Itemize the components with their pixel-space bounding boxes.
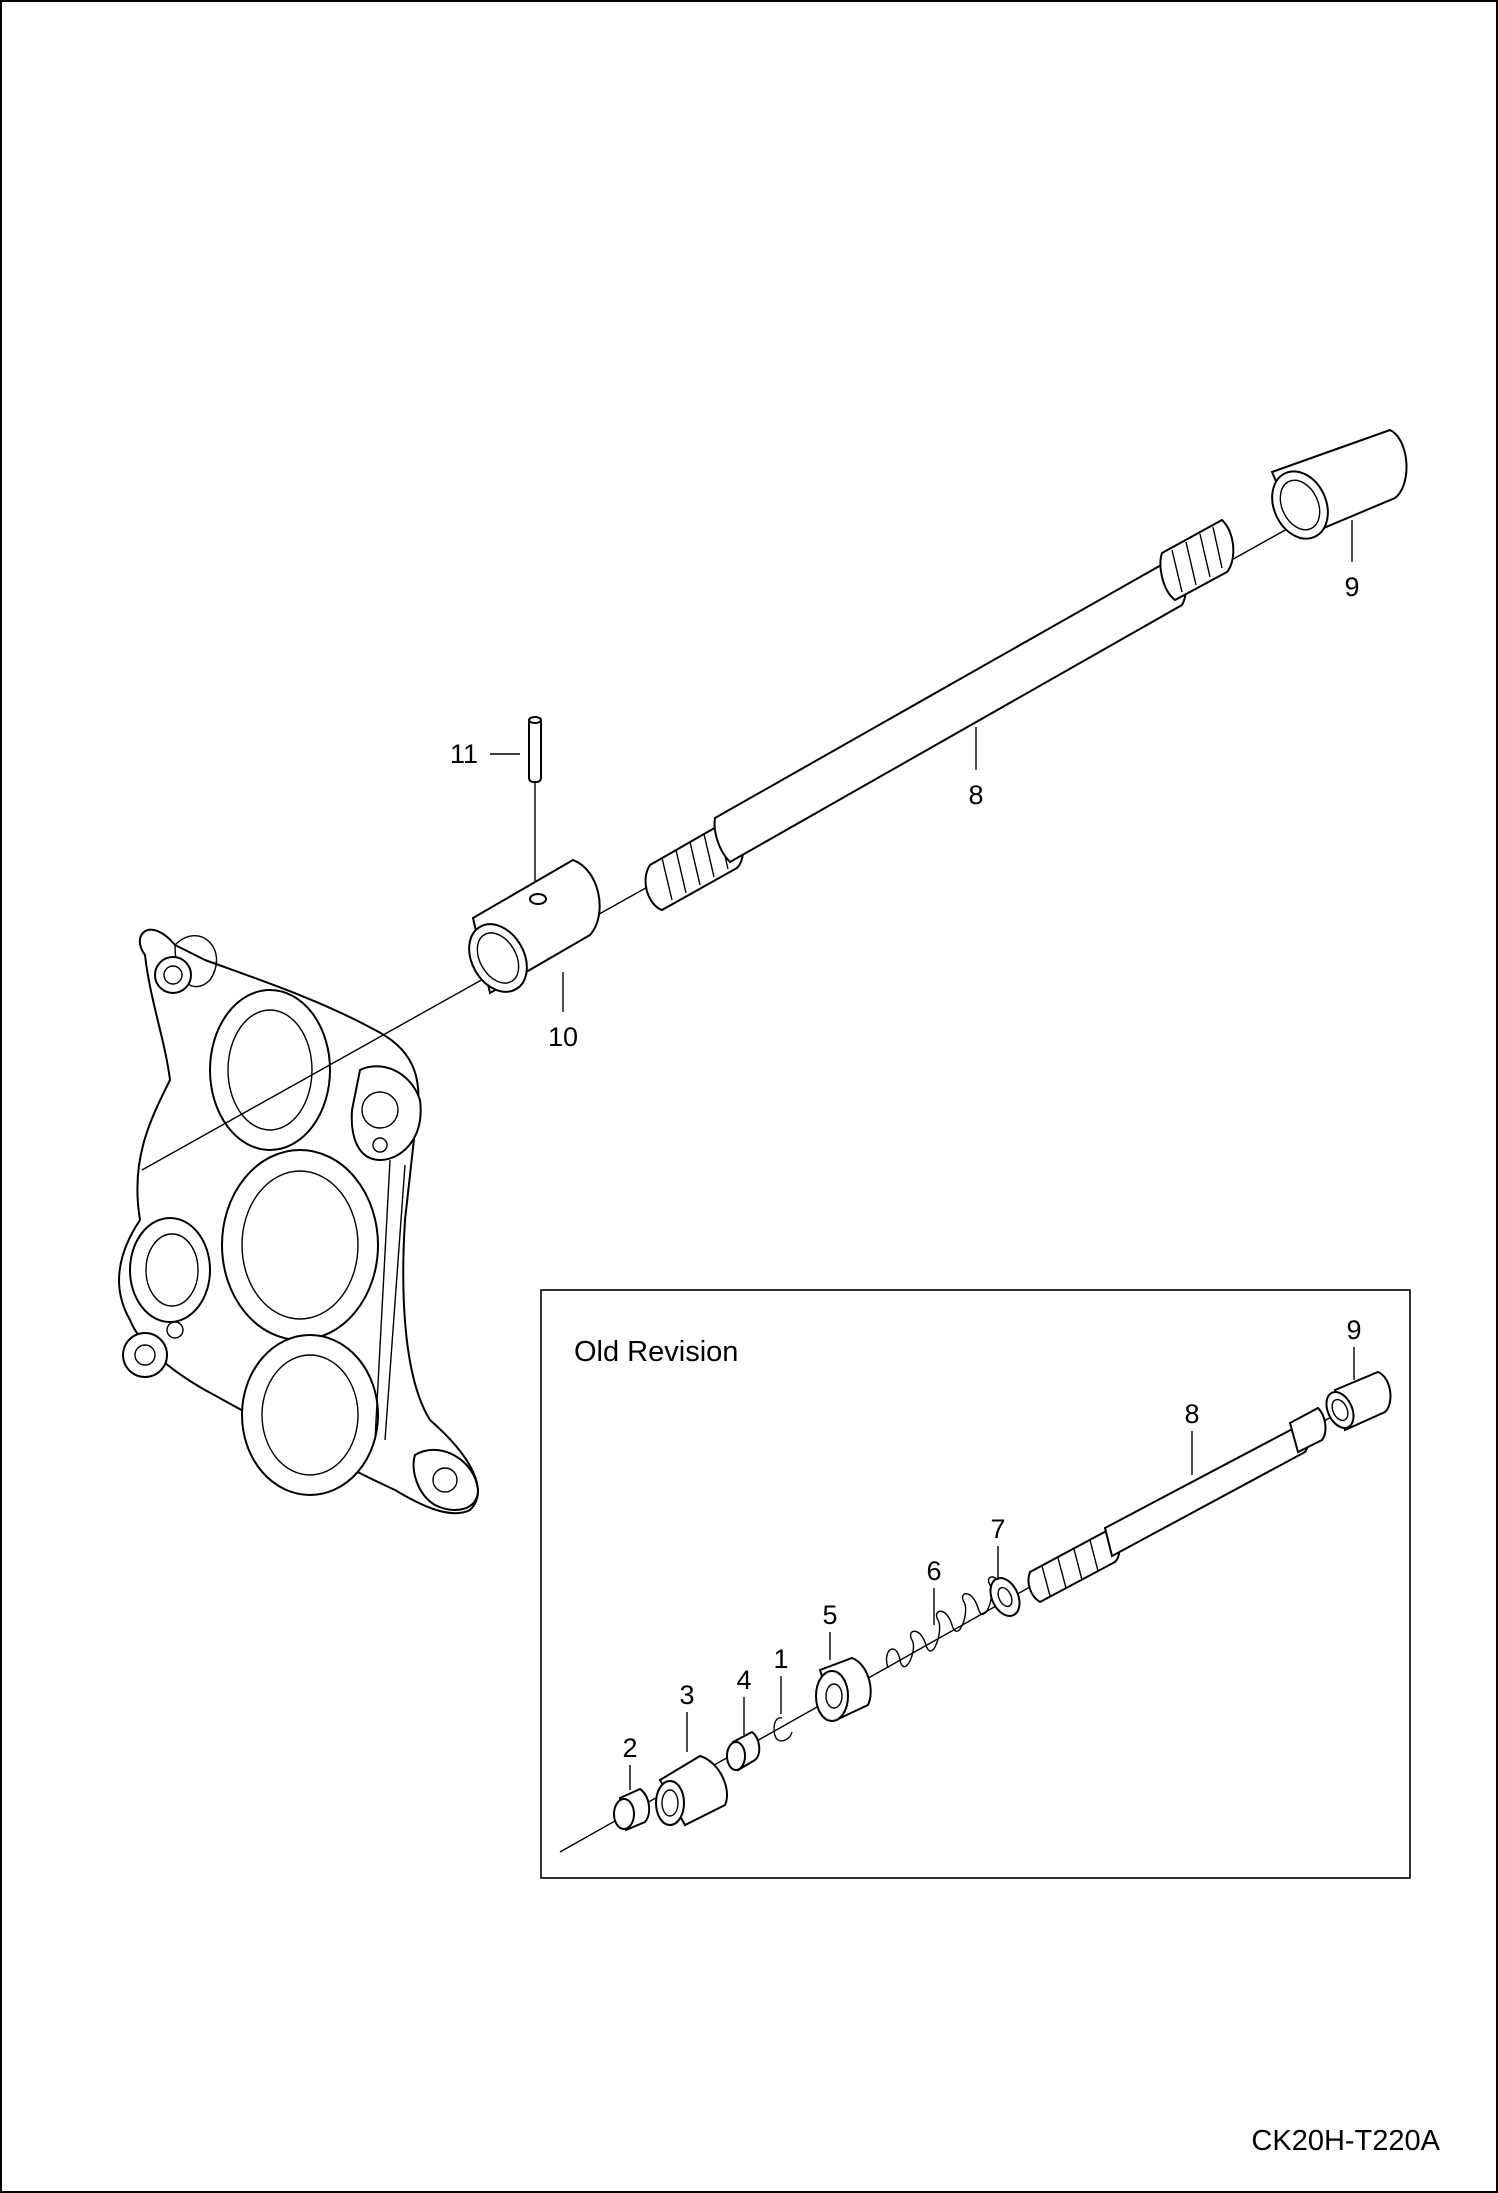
shaft-8: [644, 518, 1235, 912]
inset-part-5: [815, 1656, 872, 1722]
inset-shaft-8: [1027, 1406, 1327, 1604]
inset-callout-2: 2: [622, 1733, 637, 1763]
inset-bushing-9: [1325, 1370, 1392, 1432]
inset-callout-5: 5: [822, 1600, 837, 1630]
inset-callout-1: 1: [773, 1644, 788, 1674]
callout-11: 11: [450, 739, 478, 769]
bushing-10: [468, 858, 601, 995]
inset-callout-4: 4: [736, 1665, 751, 1695]
bushing-9: [1270, 428, 1408, 540]
pin-11: [528, 716, 542, 915]
old-revision-inset: Old Revision: [540, 1289, 1411, 1879]
inset-part-2: [613, 1787, 651, 1832]
drawing-code: CK20H-T220A: [1251, 2125, 1440, 2157]
inset-washer-7: [989, 1577, 1021, 1617]
housing: [118, 928, 480, 1515]
inset-callout-6: 6: [926, 1556, 941, 1586]
callout-10: 10: [548, 1022, 578, 1052]
callout-9: 9: [1344, 572, 1359, 602]
inset-callout-8: 8: [1184, 1399, 1199, 1429]
inset-title: Old Revision: [574, 1336, 738, 1368]
inset-spring-6: [885, 1576, 1003, 1669]
inset-callout-3: 3: [679, 1680, 694, 1710]
inset-callout-9: 9: [1346, 1315, 1361, 1345]
inset-callout-7: 7: [990, 1514, 1005, 1544]
callout-8: 8: [968, 780, 983, 810]
inset-part-3: [655, 1754, 728, 1827]
inset-part-1: [773, 1717, 793, 1742]
inset-part-4: [726, 1730, 761, 1772]
